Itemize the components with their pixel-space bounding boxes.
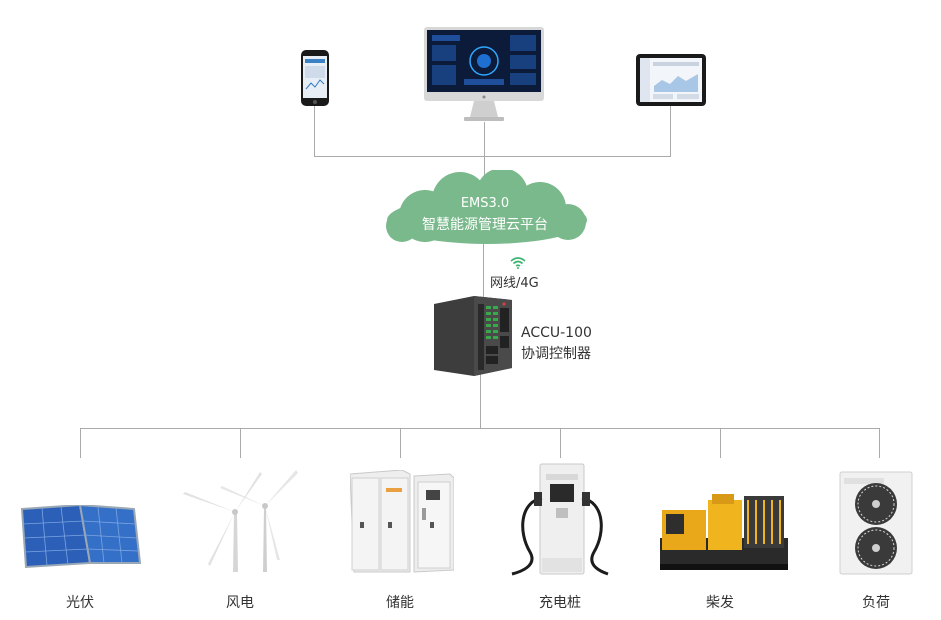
drop-line-3 [400, 428, 401, 458]
cloud-controller-line [483, 240, 484, 300]
device-label-storage: 储能 [386, 595, 414, 611]
drop-line-2 [240, 428, 241, 458]
solar-panel-icon [20, 505, 142, 569]
device-label-generator: 柴发 [706, 595, 734, 611]
wifi-icon [510, 257, 526, 269]
device-label-solar: 光伏 [66, 595, 94, 611]
wind-turbine-icon [183, 470, 298, 572]
drop-line-1 [80, 428, 81, 458]
controller-model: ACCU-100 [521, 325, 592, 341]
top-bus-line [314, 156, 671, 157]
hvac-load-icon [839, 471, 913, 575]
cloud-subtitle: 智慧能源管理云平台 [422, 217, 548, 233]
phone-drop-line [314, 106, 315, 156]
phone-icon [301, 50, 329, 106]
tablet-icon [636, 54, 706, 106]
drop-line-5 [720, 428, 721, 458]
cloud-platform-shape [386, 170, 587, 244]
device-label-load: 负荷 [862, 595, 890, 611]
controller-name: 协调控制器 [521, 346, 591, 362]
bottom-bus-line [80, 428, 880, 429]
energy-storage-cabinet-icon [350, 470, 454, 573]
controller-down-line [480, 374, 481, 428]
device-label-wind: 风电 [226, 595, 254, 611]
monitor-drop-line [484, 122, 485, 182]
device-label-charger: 充电桩 [539, 595, 581, 611]
drop-line-4 [560, 428, 561, 458]
network-label: 网线/4G [490, 276, 539, 291]
diesel-generator-icon [660, 494, 788, 570]
ev-charger-icon [511, 463, 609, 576]
cloud-title: EMS3.0 [460, 196, 510, 211]
tablet-drop-line [670, 106, 671, 156]
monitor-icon [424, 27, 544, 121]
controller-device-icon [434, 296, 512, 376]
drop-line-6 [879, 428, 880, 458]
